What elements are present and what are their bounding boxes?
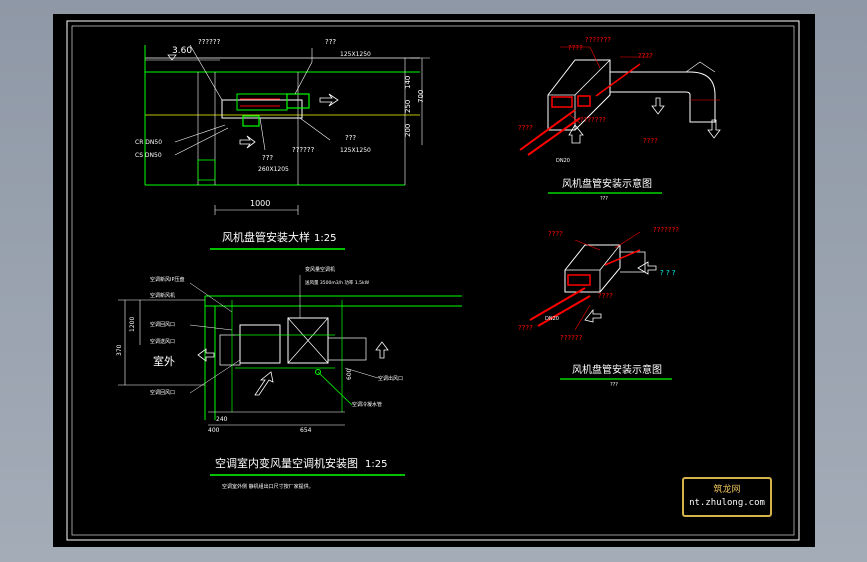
detail2-section (118, 275, 462, 426)
detail2-label-supply: 空调送风口 (150, 338, 175, 345)
detail2-dim-370: 370 (116, 344, 123, 356)
detail1-elevation: 3.60 (172, 46, 192, 56)
detail1-label-d-size: 260X1205 (258, 166, 289, 173)
detail1-dim-200: 200 (404, 124, 412, 137)
iso-top-label-1: ??????? (585, 36, 611, 44)
detail2-note: 空调室外侧 静机组出口尺寸按厂家提供。 (222, 483, 314, 490)
iso-top-drawing (519, 46, 721, 156)
detail1-label-e: ?????? (292, 146, 315, 154)
zhulong-logo[interactable]: 筑龙网 nt.zhulong.com (682, 477, 772, 517)
iso-top-label-3: ???? (638, 52, 653, 60)
detail1-dim-250: 250 (404, 100, 412, 113)
inner-frame (71, 25, 795, 536)
iso-bottom-label-6: ???? (518, 324, 533, 332)
detail2-label-intake: 空调回风口 (150, 389, 175, 396)
detail1-label-c-size: 125X1250 (340, 147, 371, 154)
detail1-pipe-cr: CR DN50 (135, 139, 162, 146)
detail1-label-b: ??? (325, 38, 336, 46)
iso-top-label-6: ???? (643, 137, 658, 145)
detail2-label-out: 空调出风口 (378, 375, 403, 382)
detail2-dim-654: 654 (300, 427, 312, 434)
detail2-label-drain: 空调冷凝水管 (352, 401, 382, 408)
detail1-label-d: ??? (262, 154, 273, 162)
detail2-title: 空调室内变风量空调机安装图 (215, 456, 358, 470)
detail2-dim-240: 240 (216, 416, 228, 423)
iso-top-subtitle: ??? (600, 196, 608, 202)
drawing-sheet (53, 14, 815, 547)
iso-bottom-title: 风机盘管安装示意图 (572, 363, 662, 376)
iso-top-label-4: ??????? (580, 116, 606, 124)
detail1-scale: 1:25 (314, 233, 336, 244)
detail2-outdoor: 室外 (153, 354, 175, 368)
detail2-dim-400: 400 (208, 427, 220, 434)
iso-top-label-2: ???? (568, 44, 583, 52)
logo-brand: 筑龙网 (713, 485, 741, 495)
detail1-dim-width: 1000 (250, 199, 270, 208)
detail2-label-fresh-air: 空调新风机 (150, 292, 175, 299)
iso-bottom-label-5: ?????? (560, 334, 583, 342)
iso-bottom-label-4: ???? (598, 292, 613, 300)
iso-top-title: 风机盘管安装示意图 (562, 177, 652, 190)
detail1-title: 风机盘管安装大样 (222, 230, 310, 244)
detail1-plan (144, 44, 430, 215)
detail2-dim-600: 600 (346, 368, 353, 380)
detail1-label-a: ?????? (198, 38, 221, 46)
detail2-dim-1200: 1200 (129, 317, 136, 332)
detail2-scale: 1:25 (365, 459, 387, 470)
iso-bottom-subtitle: ??? (610, 382, 618, 388)
detail2-label-unit: 变风量空调机 (305, 266, 335, 273)
logo-url: nt.zhulong.com (689, 498, 765, 508)
detail1-dim-700: 700 (417, 90, 425, 103)
outer-frame (66, 20, 800, 541)
iso-bottom-pipe-size: DN20 (545, 316, 559, 322)
iso-bottom-label-1: ???? (548, 230, 563, 238)
iso-bottom-label-3: ? ? ? (660, 269, 676, 277)
iso-bottom-label-2: ??????? (653, 226, 679, 234)
iso-bottom-drawing (529, 231, 657, 331)
detail1-label-c: ??? (345, 134, 356, 142)
iso-top-label-5: ???? (518, 124, 533, 132)
detail2-label-filter: 空调新风IP压盘 (150, 276, 185, 283)
detail1-dim-140: 140 (404, 76, 412, 89)
detail2-label-return: 空调回风口 (150, 321, 175, 328)
detail2-label-unit-sub: 送风量 3500m3/h 功率 1.5kW (305, 279, 370, 286)
detail1-label-b-size: 125X1250 (340, 51, 371, 58)
detail1-pipe-cs: CS DN50 (135, 152, 162, 159)
iso-top-pipe-size: DN20 (556, 158, 570, 164)
